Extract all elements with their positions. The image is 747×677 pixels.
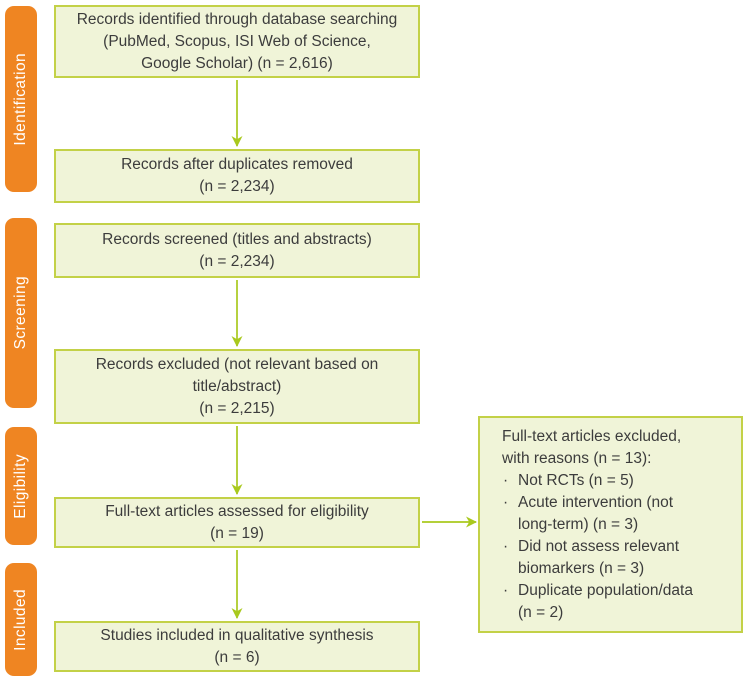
stage-label-included-text: Included [12,588,29,651]
flow-box-fulltext-assessed-text: Full-text articles assessed for eligibil… [105,502,369,542]
list-item: · Did not assess relevant biomarkers (n … [502,536,731,580]
flow-box-records-excluded-text: Records excluded (not relevant based on … [95,355,379,417]
flow-box-duplicates-removed-text: Records after duplicates removed (n = 2,… [121,156,353,195]
stage-label-screening-text: Screening [12,276,29,350]
flow-box-records-screened-text: Records screened (titles and abstracts) … [102,230,372,270]
side-box-title: Full-text articles excluded, with reason… [502,428,682,467]
bullet-icon: · [503,582,509,599]
bullet-icon: · [503,538,509,555]
bullet-icon: · [503,472,509,489]
reason-text: Duplicate population/data (n = 2) [518,582,693,621]
list-item: · Duplicate population/data (n = 2) [502,580,731,624]
side-box-reason-list: · Not RCTs (n = 5) · Acute intervention … [502,470,731,624]
flow-box-records-excluded: Records excluded (not relevant based on … [54,349,420,424]
flow-box-records-screened: Records screened (titles and abstracts) … [54,223,420,278]
list-item: · Acute intervention (not long-term) (n … [502,492,731,536]
stage-label-included: Included [5,563,37,676]
reason-text: Acute intervention (not long-term) (n = … [518,494,674,533]
side-box-fulltext-excluded: Full-text articles excluded, with reason… [478,416,743,633]
stage-label-identification-text: Identification [12,52,29,146]
list-item: · Not RCTs (n = 5) [502,470,731,492]
bullet-icon: · [503,494,509,511]
stage-label-eligibility-text: Eligibility [12,453,29,519]
flow-box-records-identified-text: Records identified through database sear… [76,10,398,72]
reason-text: Not RCTs (n = 5) [518,472,634,489]
flow-box-fulltext-assessed: Full-text articles assessed for eligibil… [54,497,420,548]
stage-label-screening: Screening [5,218,37,408]
flow-box-studies-included: Studies included in qualitative synthesi… [54,621,420,672]
flow-box-studies-included-text: Studies included in qualitative synthesi… [100,626,374,666]
flow-box-records-identified: Records identified through database sear… [54,5,420,78]
stage-label-eligibility: Eligibility [5,427,37,545]
stage-label-identification: Identification [5,6,37,192]
reason-text: Did not assess relevant biomarkers (n = … [518,538,680,577]
flow-box-duplicates-removed: Records after duplicates removed (n = 2,… [54,149,420,203]
